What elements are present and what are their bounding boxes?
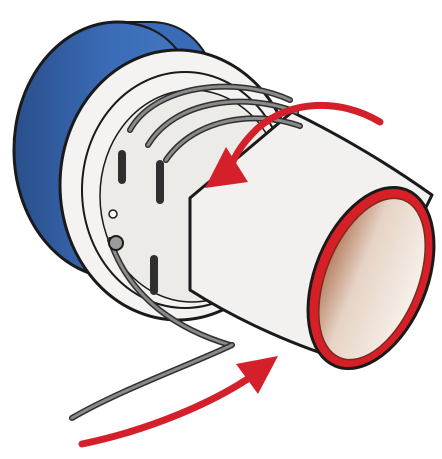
slot-2 <box>156 160 164 204</box>
screw-head <box>109 236 123 250</box>
insertion-arrow-shaft <box>82 374 255 444</box>
insertion-arrow-head <box>236 356 278 394</box>
slot-1 <box>118 150 126 184</box>
screw-hole <box>109 210 117 218</box>
slot-3 <box>150 255 158 295</box>
